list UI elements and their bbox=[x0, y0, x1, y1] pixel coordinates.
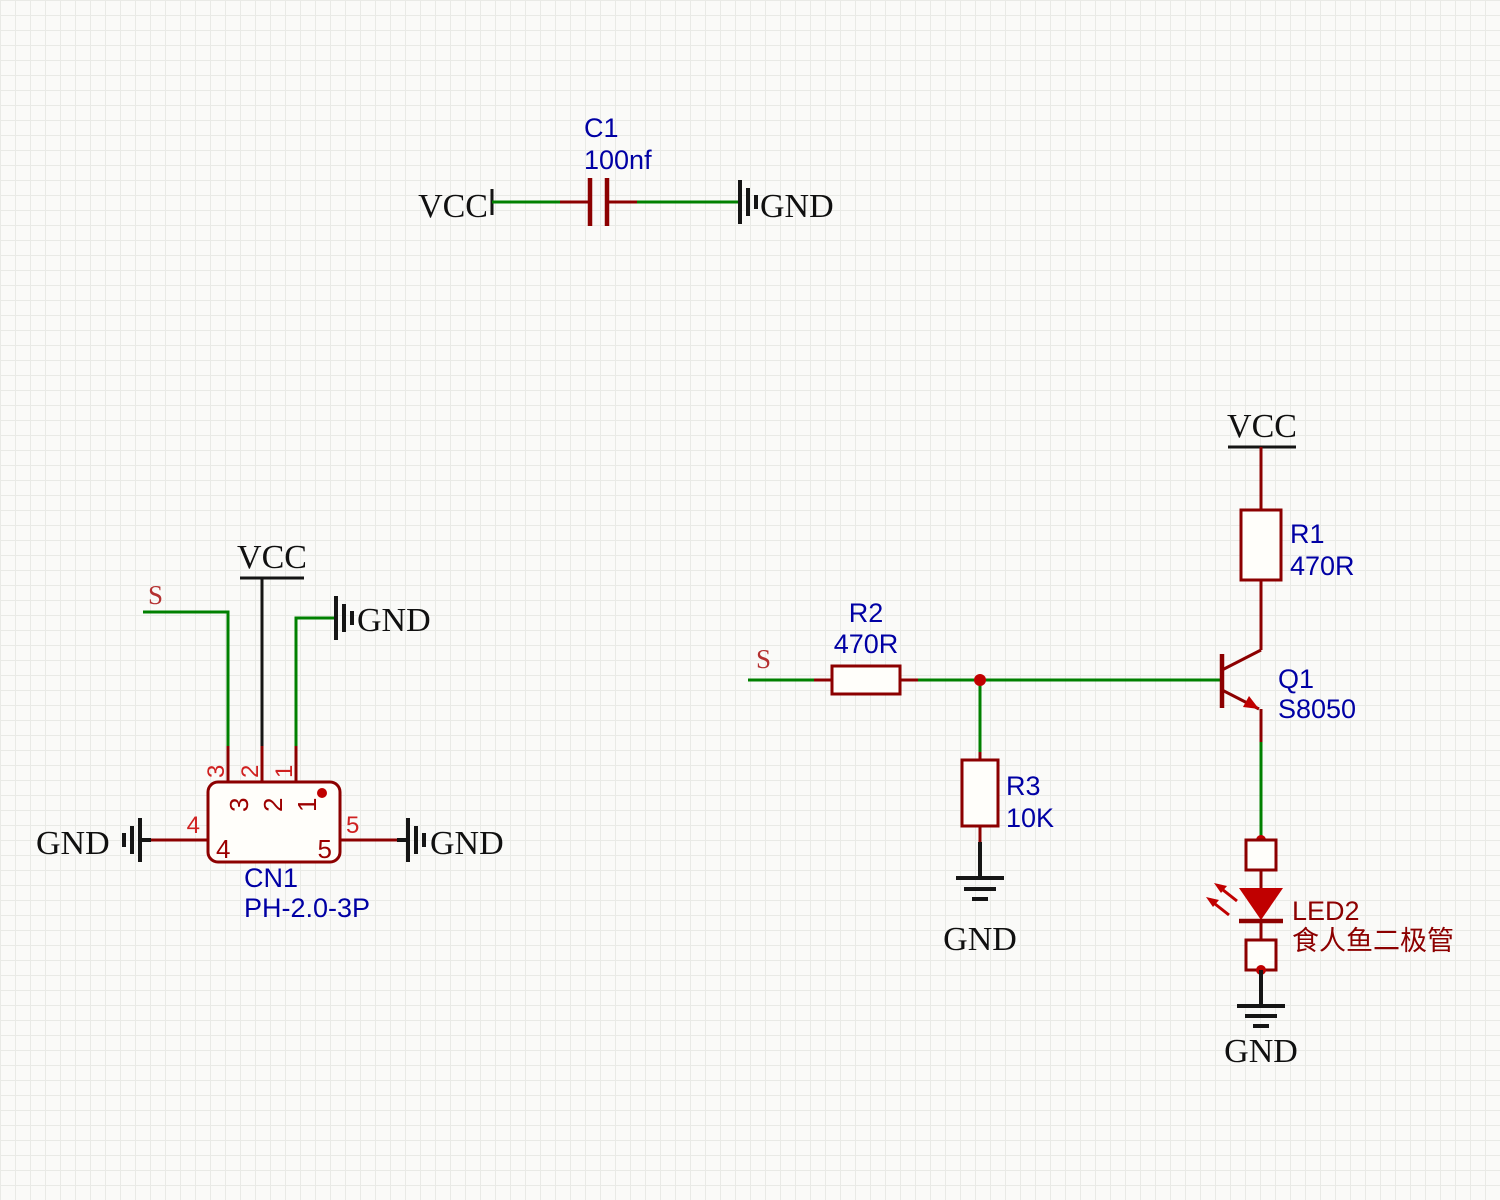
pin-name-5: 5 bbox=[318, 834, 332, 864]
resistor-r1[interactable] bbox=[1239, 508, 1283, 650]
r1-ref[interactable]: R1 bbox=[1290, 519, 1325, 549]
led-driver-section: VCC R1 470R S R2 470R R3 10K bbox=[748, 408, 1454, 1070]
pin-number-5: 5 bbox=[346, 812, 359, 839]
resistor-r2[interactable] bbox=[814, 664, 918, 696]
led2[interactable] bbox=[1206, 838, 1283, 972]
pin-number-3: 3 bbox=[203, 765, 230, 778]
q1-value[interactable]: S8050 bbox=[1278, 694, 1356, 724]
connector-cn1[interactable]: 3 2 1 3 2 1 4 4 5 5 bbox=[150, 746, 398, 864]
led-emission-arrowhead bbox=[1206, 897, 1219, 907]
gnd-symbol[interactable] bbox=[397, 818, 426, 862]
gnd-symbol[interactable] bbox=[1237, 970, 1285, 1028]
led2-value[interactable]: 食人鱼二极管 bbox=[1292, 926, 1454, 956]
pin-name-1: 1 bbox=[292, 798, 322, 812]
connector-cn1-section: S VCC GND 3 2 1 3 2 1 4 4 5 bbox=[36, 539, 504, 923]
net-label-gnd[interactable]: GND bbox=[760, 188, 834, 225]
led-triangle bbox=[1239, 888, 1283, 920]
r2-ref[interactable]: R2 bbox=[849, 598, 884, 628]
transistor-q1[interactable] bbox=[1219, 648, 1263, 742]
net-label-gnd[interactable]: GND bbox=[943, 921, 1017, 958]
r1-value[interactable]: 470R bbox=[1290, 551, 1355, 581]
pin-number-4: 4 bbox=[187, 812, 200, 839]
capacitor-c1[interactable] bbox=[560, 178, 637, 226]
cn1-ref[interactable]: CN1 bbox=[244, 863, 298, 893]
r3-ref[interactable]: R3 bbox=[1006, 771, 1041, 801]
pin-number-2: 2 bbox=[237, 765, 264, 778]
pin1-dot bbox=[317, 788, 327, 798]
gnd-symbol[interactable] bbox=[334, 596, 354, 640]
junction-dot bbox=[974, 674, 986, 686]
net-label-vcc[interactable]: VCC bbox=[237, 539, 307, 576]
emitter-arrow bbox=[1243, 696, 1259, 709]
c1-value[interactable]: 100nf bbox=[584, 145, 652, 175]
r2-value[interactable]: 470R bbox=[834, 629, 899, 659]
net-label-vcc[interactable]: VCC bbox=[1227, 408, 1297, 445]
q1-ref[interactable]: Q1 bbox=[1278, 664, 1314, 694]
gnd-symbol[interactable] bbox=[738, 180, 758, 224]
net-label-s[interactable]: S bbox=[756, 644, 771, 674]
gnd-symbol[interactable] bbox=[122, 818, 151, 862]
net-label-s[interactable]: S bbox=[148, 580, 163, 610]
gnd-symbol[interactable] bbox=[956, 842, 1004, 901]
net-label-gnd[interactable]: GND bbox=[1224, 1033, 1298, 1070]
wire-s-to-pin3[interactable] bbox=[143, 610, 230, 746]
net-label-gnd[interactable]: GND bbox=[357, 602, 431, 639]
c1-ref[interactable]: C1 bbox=[584, 113, 619, 143]
decoupling-cap-section: VCC GND C1 100nf bbox=[418, 113, 834, 226]
pin-number-1: 1 bbox=[271, 765, 298, 778]
pin-name-3: 3 bbox=[224, 798, 254, 812]
net-label-gnd[interactable]: GND bbox=[430, 825, 504, 862]
r3-value[interactable]: 10K bbox=[1006, 803, 1054, 833]
led-emission-arrowhead bbox=[1214, 883, 1227, 893]
pin-name-2: 2 bbox=[258, 798, 288, 812]
net-label-vcc[interactable]: VCC bbox=[418, 188, 488, 225]
led2-ref[interactable]: LED2 bbox=[1292, 896, 1360, 926]
resistor-r3[interactable] bbox=[960, 752, 1000, 842]
cn1-value[interactable]: PH-2.0-3P bbox=[244, 893, 370, 923]
net-label-gnd[interactable]: GND bbox=[36, 825, 110, 862]
wire-pin1-to-gnd[interactable] bbox=[294, 616, 334, 746]
pin-name-4: 4 bbox=[216, 834, 230, 864]
